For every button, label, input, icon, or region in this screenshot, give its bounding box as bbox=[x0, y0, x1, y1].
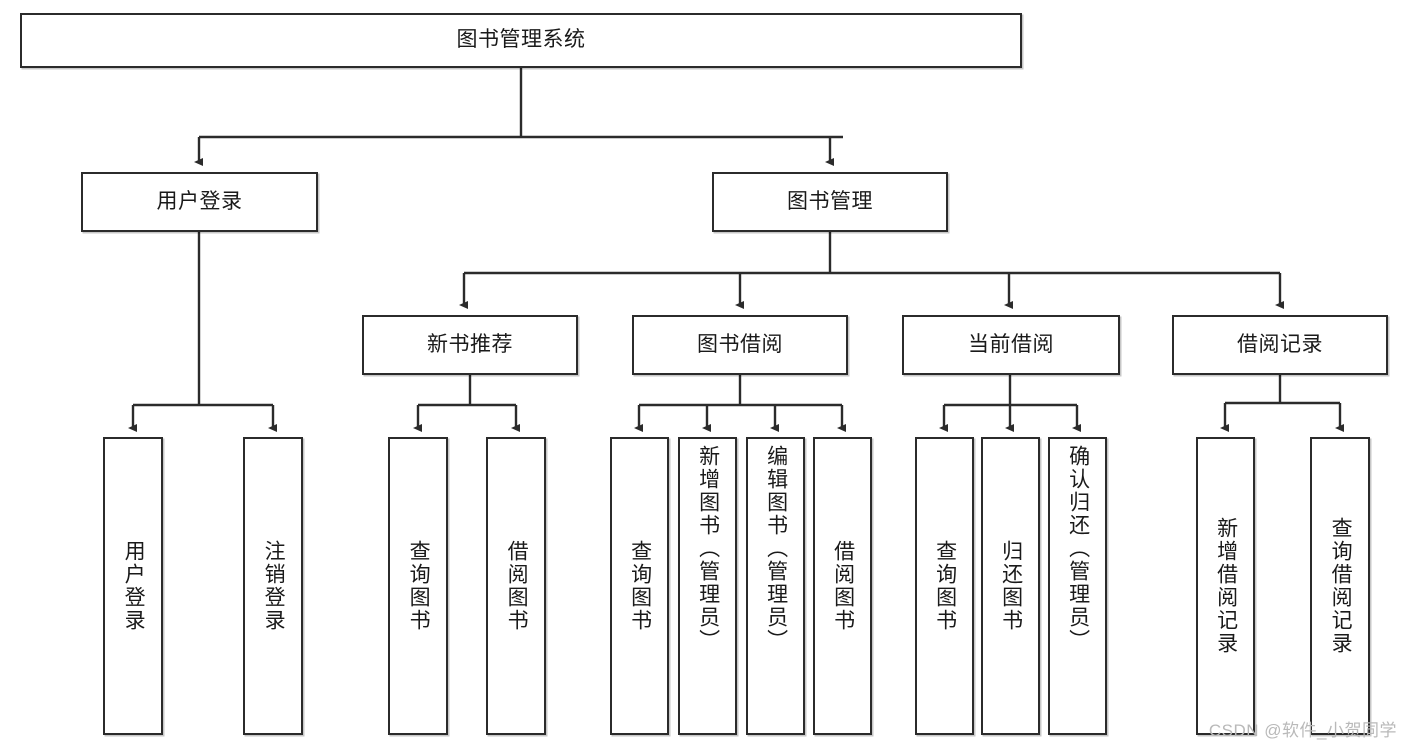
node-current-borrow[interactable]: 当前借阅 bbox=[902, 315, 1120, 375]
node-borrow-record[interactable]: 借阅记录 bbox=[1172, 315, 1388, 375]
node-label: 编辑图书（管理员） bbox=[764, 445, 788, 652]
node-leaf-user-login[interactable]: 用户登录 bbox=[103, 437, 163, 735]
node-label: 查询借阅记录 bbox=[1329, 517, 1353, 655]
node-label: 用户登录 bbox=[156, 189, 243, 213]
node-label: 归还图书 bbox=[999, 540, 1023, 632]
node-label: 借阅图书 bbox=[831, 540, 855, 632]
node-label: 查询图书 bbox=[933, 540, 957, 632]
node-leaf-query-book-3[interactable]: 查询图书 bbox=[915, 437, 974, 735]
node-new-book-recommend[interactable]: 新书推荐 bbox=[362, 315, 578, 375]
node-user-login[interactable]: 用户登录 bbox=[81, 172, 318, 232]
watermark-text: CSDN @软件_小贺同学 bbox=[1208, 721, 1397, 740]
node-leaf-borrow-book-2[interactable]: 借阅图书 bbox=[813, 437, 872, 735]
node-label: 查询图书 bbox=[407, 540, 431, 632]
node-label: 新增借阅记录 bbox=[1214, 517, 1238, 655]
node-label: 注销登录 bbox=[262, 540, 286, 632]
node-leaf-confirm-return[interactable]: 确认归还（管理员） bbox=[1048, 437, 1107, 735]
node-leaf-add-record[interactable]: 新增借阅记录 bbox=[1196, 437, 1255, 735]
node-book-borrow[interactable]: 图书借阅 bbox=[632, 315, 848, 375]
node-label: 借阅图书 bbox=[505, 540, 529, 632]
node-label: 确认归还（管理员） bbox=[1066, 445, 1090, 652]
node-leaf-add-book[interactable]: 新增图书（管理员） bbox=[678, 437, 737, 735]
node-book-manage[interactable]: 图书管理 bbox=[712, 172, 948, 232]
node-leaf-query-book-1[interactable]: 查询图书 bbox=[388, 437, 448, 735]
node-label: 当前借阅 bbox=[968, 332, 1054, 356]
node-leaf-return-book[interactable]: 归还图书 bbox=[981, 437, 1040, 735]
node-leaf-user-logout[interactable]: 注销登录 bbox=[243, 437, 303, 735]
node-leaf-borrow-book-1[interactable]: 借阅图书 bbox=[486, 437, 546, 735]
node-root[interactable]: 图书管理系统 bbox=[20, 13, 1022, 68]
node-leaf-edit-book[interactable]: 编辑图书（管理员） bbox=[746, 437, 805, 735]
node-label: 图书管理系统 bbox=[456, 28, 586, 52]
node-leaf-query-book-2[interactable]: 查询图书 bbox=[610, 437, 669, 735]
node-label: 图书借阅 bbox=[697, 332, 783, 356]
node-leaf-query-record[interactable]: 查询借阅记录 bbox=[1310, 437, 1370, 735]
node-label: 图书管理 bbox=[787, 189, 873, 213]
node-label: 借阅记录 bbox=[1237, 332, 1323, 356]
node-label: 用户登录 bbox=[122, 540, 146, 632]
node-label: 新增图书（管理员） bbox=[696, 445, 720, 652]
node-label: 新书推荐 bbox=[427, 332, 513, 356]
node-label: 查询图书 bbox=[628, 540, 652, 632]
